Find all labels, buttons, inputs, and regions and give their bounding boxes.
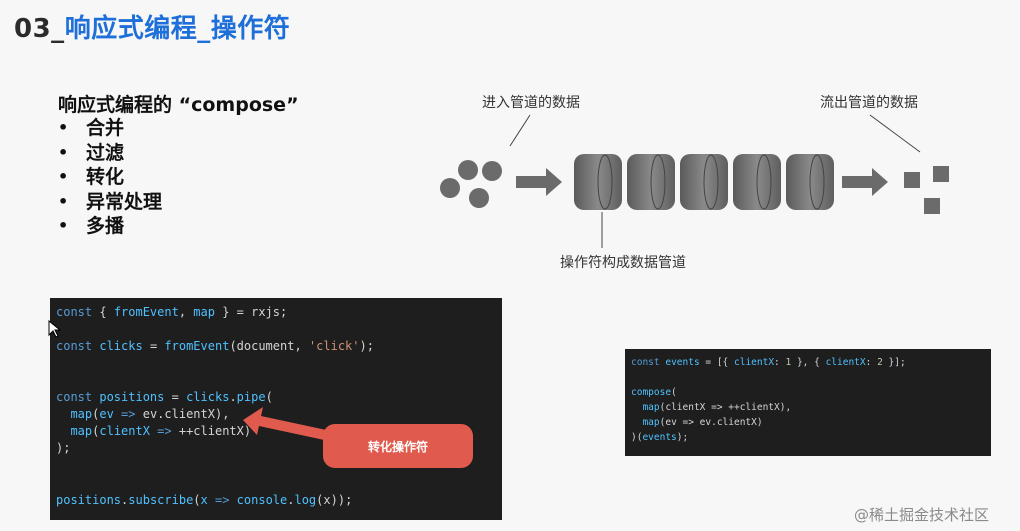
data-circle-icon bbox=[458, 160, 478, 180]
list-item-label: 过滤 bbox=[86, 141, 125, 164]
code-line: ); bbox=[56, 441, 71, 455]
bullet-icon: • bbox=[58, 216, 69, 235]
data-square-icon bbox=[904, 172, 920, 188]
code-line: const clicks = fromEvent(document, 'clic… bbox=[56, 339, 374, 353]
slide-title-text: 响应式编程_操作符 bbox=[64, 14, 291, 44]
code-block-rxjs: const { fromEvent, map } = rxjs; const c… bbox=[50, 298, 502, 520]
input-data-label: 进入管道的数据 bbox=[482, 95, 580, 111]
list-item: • 异常处理 bbox=[58, 190, 162, 215]
list-item-label: 异常处理 bbox=[86, 190, 163, 213]
data-square-icon bbox=[924, 198, 940, 214]
operator-list: • 合并 • 过滤 • 转化 • 异常处理 • 多播 bbox=[58, 116, 162, 239]
transform-operator-callout: 转化操作符 bbox=[323, 424, 473, 468]
bullet-icon: • bbox=[58, 118, 69, 137]
pipeline-diagram: 进入管道的数据 流出管道的数据 操作符构成数据管道 bbox=[430, 80, 970, 280]
data-circle-icon bbox=[469, 188, 489, 208]
list-item-label: 合并 bbox=[86, 117, 125, 139]
arrow-right-icon bbox=[842, 168, 888, 196]
code-line: )(events); bbox=[631, 432, 689, 443]
bullet-icon: • bbox=[58, 167, 69, 186]
data-circle-icon bbox=[482, 161, 502, 181]
code-line: map(clientX => ++clientX), bbox=[642, 402, 792, 413]
slide-number: 03_ bbox=[14, 14, 65, 44]
code-line: map(ev => ev.clientX), bbox=[70, 407, 230, 421]
arrow-left-icon bbox=[243, 407, 331, 441]
pipe-label: 操作符构成数据管道 bbox=[560, 255, 686, 271]
output-data-label: 流出管道的数据 bbox=[820, 95, 918, 111]
code-line: compose( bbox=[631, 387, 677, 398]
list-item: • 过滤 bbox=[58, 141, 162, 166]
data-square-icon bbox=[933, 166, 949, 182]
watermark: @稀土掘金技术社区 bbox=[854, 506, 990, 524]
list-item-label: 多播 bbox=[86, 215, 125, 237]
compose-heading: 响应式编程的 “compose” bbox=[58, 94, 299, 116]
list-item: • 合并 bbox=[58, 116, 162, 141]
pipe-segments bbox=[574, 154, 834, 210]
code-line: map(clientX => ++clientX) bbox=[70, 424, 252, 438]
code-line: positions.subscribe(x => console.log(x))… bbox=[56, 493, 353, 507]
bullet-icon: • bbox=[58, 142, 69, 162]
output-pointer-line bbox=[869, 114, 921, 153]
bullet-icon: • bbox=[58, 191, 69, 211]
pipeline-graphic bbox=[440, 114, 949, 248]
input-pointer-line bbox=[509, 114, 531, 147]
code-line: const { fromEvent, map } = rxjs; bbox=[56, 305, 288, 319]
list-item: • 转化 bbox=[58, 165, 162, 190]
code-block-compose: const events = [{ clientX: 1 }, { client… bbox=[625, 349, 991, 456]
mouse-cursor-icon bbox=[48, 320, 62, 338]
data-circle-icon bbox=[440, 178, 460, 198]
code-line: const events = [{ clientX: 1 }, { client… bbox=[631, 357, 906, 368]
list-item: • 多播 bbox=[58, 214, 162, 239]
slide-title: 03_响应式编程_操作符 bbox=[14, 8, 290, 45]
arrow-right-icon bbox=[516, 168, 562, 196]
code-line: const positions = clicks.pipe( bbox=[56, 390, 273, 404]
code-line: map(ev => ev.clientX) bbox=[642, 417, 763, 428]
list-item-label: 转化 bbox=[86, 166, 125, 188]
